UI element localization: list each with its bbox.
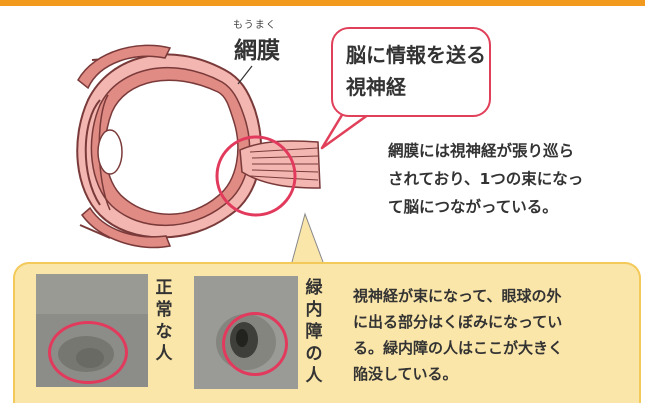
label-char: 人 xyxy=(155,344,173,364)
label-char: 常 xyxy=(155,300,173,320)
label-char: 正 xyxy=(155,278,173,298)
lens xyxy=(97,129,123,175)
bubble-line-2: 視神経 xyxy=(346,75,406,99)
retina-label: 網膜 xyxy=(234,38,280,64)
retina-description-line: て脳につながっている。 xyxy=(388,198,558,216)
retina-description-line: されており、1つの束になっ xyxy=(388,170,584,188)
normal-person-label: 正 常 な 人 xyxy=(154,277,174,365)
callout-pointer xyxy=(291,212,324,263)
bubble-tail xyxy=(320,109,373,150)
panel-description-line: に出る部分はくぼみになってい xyxy=(353,313,563,331)
label-char: な xyxy=(155,322,173,342)
label-char: 障 xyxy=(305,322,323,342)
retina-description-line: 網膜には視神経が張り巡ら xyxy=(388,142,575,160)
panel-description: 視神経が束になって、眼球の外 に出る部分はくぼみになってい る。緑内障の人はここ… xyxy=(353,283,638,387)
top-accent-bar xyxy=(0,0,645,6)
vitreous-body xyxy=(104,79,239,215)
optic-nerve-speech-bubble: 脳に情報を送る 視神経 xyxy=(331,27,491,117)
label-char: 人 xyxy=(305,366,323,386)
label-char: 内 xyxy=(305,300,323,320)
glaucoma-person-label: 緑 内 障 の 人 xyxy=(304,277,324,387)
label-char: 緑 xyxy=(305,278,323,298)
label-char: の xyxy=(305,344,323,364)
retina-reading: もうまく xyxy=(233,20,277,31)
panel-description-line: る。緑内障の人はここが大きく xyxy=(353,339,564,357)
panel-description-line: 視神経が束になって、眼球の外 xyxy=(353,287,562,305)
normal-disc-highlight-circle xyxy=(48,321,128,384)
panel-description-line: 陥没している。 xyxy=(353,365,458,383)
optic-disc-highlight-circle xyxy=(215,135,297,217)
retina-description: 網膜には視神経が張り巡ら されており、1つの束になっ て脳につながっている。 xyxy=(388,137,638,221)
bubble-line-1: 脳に情報を送る xyxy=(346,43,486,67)
glaucoma-disc-highlight-circle xyxy=(222,312,288,376)
